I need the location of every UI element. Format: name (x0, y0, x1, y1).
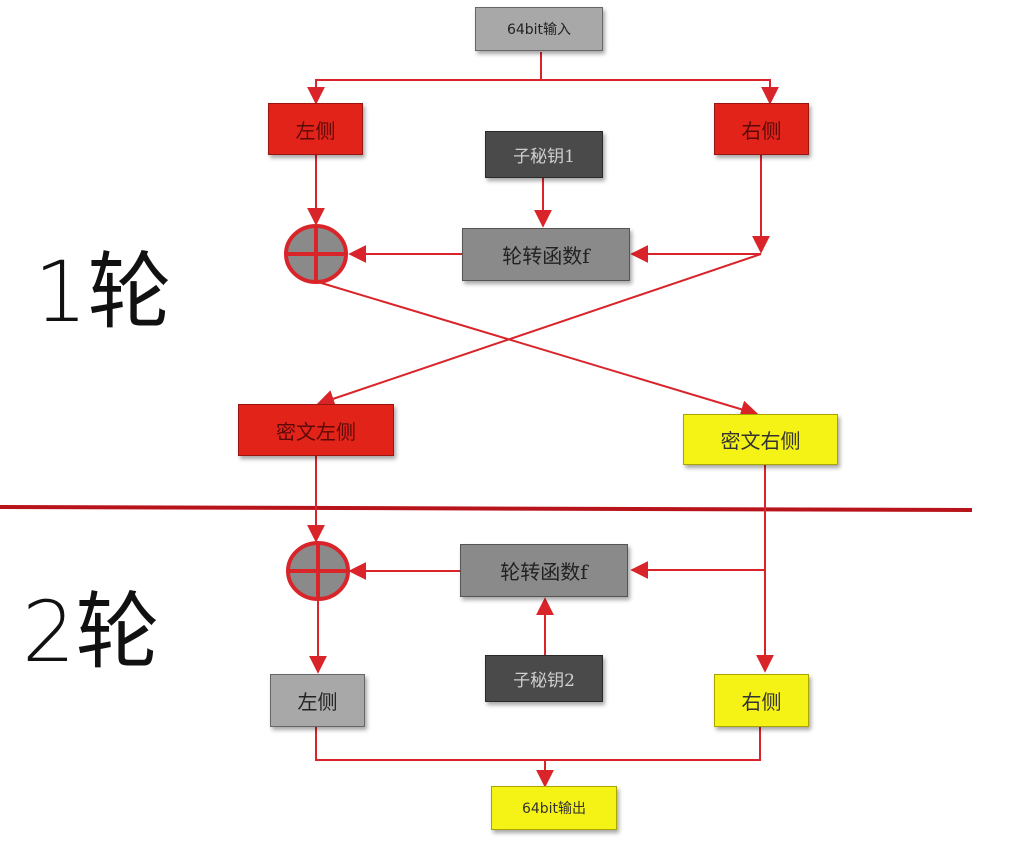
output-merge-bracket (315, 727, 761, 778)
xor-icon (284, 224, 348, 284)
xor-icon (286, 541, 350, 601)
output-box: 64bit输出 (491, 786, 617, 830)
input-split-bracket (315, 52, 771, 98)
arrow-right-to-cipher-left (316, 253, 762, 408)
cipher-right-box: 密文右侧 (683, 414, 838, 465)
round2-function-box: 轮转函数f (460, 544, 628, 597)
round1-function-box: 轮转函数f (462, 228, 630, 281)
subkey2-box: 子秘钥2 (485, 655, 603, 702)
round1-label: 1轮 (34, 243, 172, 341)
input-box: 64bit输入 (475, 7, 603, 51)
arrow-xor1-to-cipher-right (317, 281, 759, 418)
round2-label: 2轮 (22, 583, 160, 681)
round1-left-box: 左侧 (268, 103, 363, 155)
round-divider (0, 505, 973, 512)
round2-left-box: 左侧 (270, 674, 365, 727)
subkey1-box: 子秘钥1 (485, 131, 603, 178)
cipher-left-box: 密文左侧 (238, 404, 394, 456)
round1-right-box: 右侧 (714, 103, 809, 155)
round2-right-box: 右侧 (714, 674, 809, 727)
